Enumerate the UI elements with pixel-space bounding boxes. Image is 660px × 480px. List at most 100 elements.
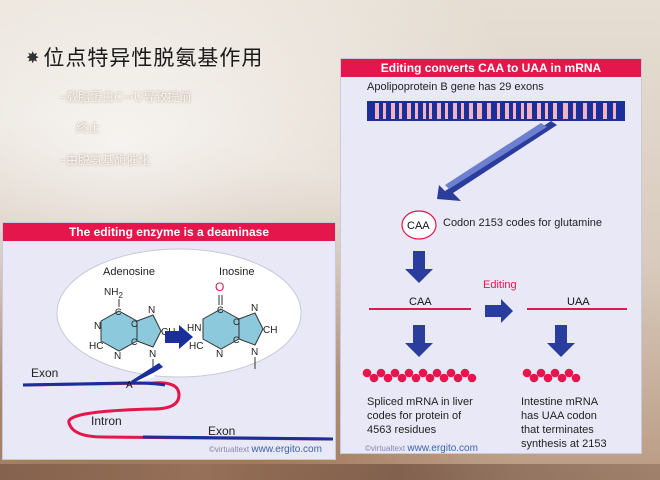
exon-stripe (603, 103, 607, 119)
protein-bead (571, 373, 581, 383)
inosine-c5: C (233, 317, 240, 327)
intron-strand (22, 381, 334, 441)
exon-stripe (513, 103, 516, 119)
exon-stripe (415, 103, 418, 119)
exon-stripe (573, 103, 576, 119)
inosine-hc: HC (189, 341, 203, 352)
bullet-deaminase: –由脱氨基酶催化 (60, 153, 151, 167)
deaminase-panel-header: The editing enzyme is a deaminase (3, 223, 335, 241)
exon-stripe (383, 103, 386, 119)
protein-bead (397, 373, 407, 383)
adenosine-n9: N (149, 349, 156, 360)
exon-stripe (537, 103, 541, 119)
adenosine-n3: N (114, 351, 121, 362)
protein-bead (557, 373, 567, 383)
exon-strand-left (22, 381, 132, 387)
edit-site-a: A (126, 380, 133, 391)
molecule-ellipse (56, 248, 302, 378)
reaction-arrow-icon (165, 325, 193, 349)
intestine-down-arrow-icon (547, 325, 575, 357)
deaminase-diagram: Adenosine NH2 N C HC N C C N CH N Inosin… (22, 248, 334, 441)
codon-caption: Codon 2153 codes for glutamine (443, 217, 602, 229)
intestine-caption-line: that terminates (521, 424, 594, 436)
down-arrow-icon (405, 251, 433, 283)
editing-panel-header: Editing converts CAA to UAA in mRNA (341, 59, 641, 77)
protein-bead (529, 373, 539, 383)
right-panel-credit: ©virtualtext www.ergito.com (365, 443, 478, 454)
editing-label: Editing (483, 279, 517, 291)
inosine-label: Inosine (219, 266, 254, 278)
exon-stripe (505, 103, 509, 119)
adenosine-c5: C (131, 319, 138, 329)
exon-stripe (423, 103, 426, 119)
exon-stripe (437, 103, 441, 119)
bullet-apoc-cont: 终止 (76, 121, 101, 135)
slide-title-text: 位点特异性脱氨基作用 (43, 46, 264, 70)
protein-bead (411, 373, 421, 383)
exon-stripe (375, 103, 379, 119)
exon-stripe (469, 103, 473, 119)
adenosine-c4: C (131, 337, 138, 347)
adenosine-five-ring (136, 314, 162, 348)
bullet-apoc: –载脂蛋白C→U导致提前 (60, 90, 192, 104)
intestine-caption-line: has UAA codon (521, 410, 597, 422)
exon-stripe (497, 103, 500, 119)
protein-bead (543, 373, 553, 383)
liver-caption-line: 4563 residues (367, 424, 437, 436)
protein-bead (564, 368, 574, 378)
inosine-oxygen: O (215, 280, 224, 294)
protein-bead (536, 368, 546, 378)
inosine-c6: C (217, 305, 224, 315)
liver-down-arrow-icon (405, 325, 433, 357)
exon-label-left: Exon (31, 366, 58, 380)
protein-bead (425, 373, 435, 383)
protein-bead (522, 368, 532, 378)
intestine-caption: Intestine mRNA has UAA codon that termin… (521, 395, 607, 451)
inosine-five-ring (238, 312, 264, 346)
exon-stripe (593, 103, 596, 119)
protein-bead (369, 373, 379, 383)
exon-stripe (545, 103, 548, 119)
adenosine-hc: HC (89, 341, 103, 352)
protein-bead (376, 368, 386, 378)
protein-bead (453, 373, 463, 383)
exon-stripe (445, 103, 448, 119)
exon-stripe (553, 103, 557, 119)
intestine-caption-line: synthesis at 2153 (521, 438, 607, 450)
adenosine-label: Adenosine (103, 266, 155, 278)
caa-mrna-label: CAA (409, 296, 432, 308)
star-bullet-icon: ✸ (26, 47, 41, 67)
protein-bead (439, 373, 449, 383)
protein-bead (446, 368, 456, 378)
exon-stripe (453, 103, 457, 119)
protein-bead (362, 368, 372, 378)
intestine-protein-chain (522, 368, 581, 383)
exon-stripe (583, 103, 587, 119)
protein-bead (460, 368, 470, 378)
liver-caption-line: Spliced mRNA in liver (367, 396, 473, 408)
background-strip (0, 464, 660, 480)
apob-exon-stripes (375, 103, 616, 119)
protein-bead (432, 368, 442, 378)
slide-title: ✸ 位点特异性脱氨基作用 (26, 42, 263, 72)
editing-arrow-icon (485, 299, 513, 323)
intestine-caption-line: Intestine mRNA (521, 396, 599, 408)
exon-strand-right (142, 435, 334, 441)
inosine-n7: N (251, 303, 258, 314)
gene-to-codon-arrow-icon (437, 121, 557, 201)
inosine-ch: CH (263, 325, 277, 336)
adenosine-nh2: NH2 (104, 287, 123, 300)
liver-caption-line: codes for protein of (367, 410, 462, 422)
editing-panel: Editing converts CAA to UAA in mRNA Apol… (340, 58, 642, 454)
inosine-n3: N (216, 349, 223, 360)
exon-stripe (527, 103, 532, 119)
adenosine-n1: N (94, 321, 101, 332)
edit-site-pointer-icon (131, 363, 163, 384)
editing-diagram: CAA CAA UAA Editing (362, 101, 627, 383)
exon-stripe (407, 103, 411, 119)
exon-label-right: Exon (208, 424, 235, 438)
adenosine-c6: C (115, 307, 122, 317)
protein-bead (404, 368, 414, 378)
protein-bead (390, 368, 400, 378)
intron-label: Intron (91, 414, 122, 428)
